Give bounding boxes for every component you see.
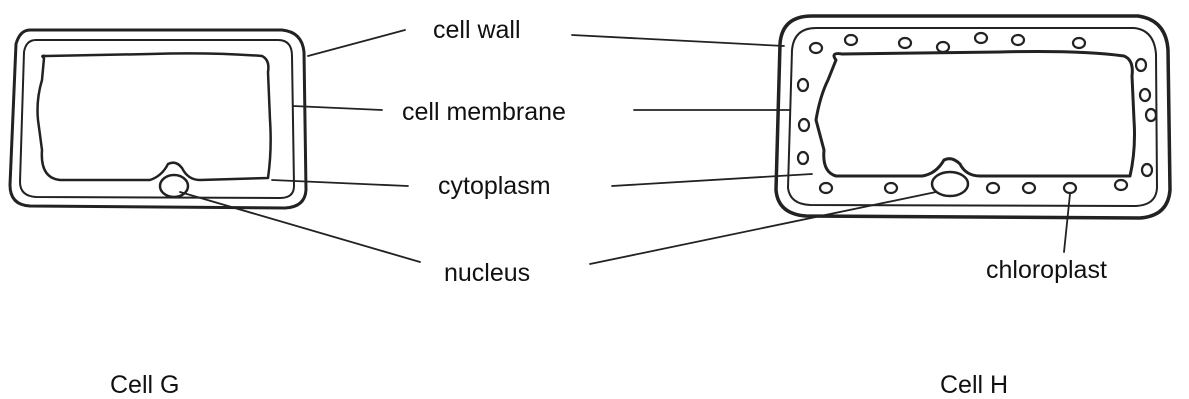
leader-cell-wall-right	[572, 35, 784, 46]
chloroplast	[1136, 59, 1146, 71]
chloroplast	[845, 35, 857, 45]
chloroplast	[899, 38, 911, 48]
leader-cytoplasm-left	[272, 180, 408, 186]
chloroplast	[987, 183, 999, 193]
cell-h	[776, 16, 1170, 218]
cell-g-cytoplasm-outline	[38, 53, 271, 180]
leader-cell-wall-left	[308, 30, 405, 56]
label-cell-wall: cell wall	[433, 18, 521, 43]
label-cell-membrane: cell membrane	[402, 100, 566, 125]
chloroplast	[1064, 183, 1076, 193]
chloroplast	[1012, 35, 1024, 45]
cell-h-name: Cell H	[940, 373, 1008, 398]
cell-g	[10, 30, 306, 208]
cell-h-cell-wall	[776, 16, 1170, 218]
chloroplast	[1073, 38, 1085, 48]
chloroplast	[1146, 109, 1156, 121]
label-nucleus: nucleus	[444, 261, 530, 286]
chloroplast	[1142, 164, 1152, 176]
chloroplast	[885, 183, 897, 193]
chloroplast	[798, 152, 808, 164]
leader-cytoplasm-right	[612, 174, 812, 186]
cell-h-nucleus	[932, 172, 968, 196]
leader-cell-membrane-left	[293, 106, 382, 110]
chloroplast	[975, 33, 987, 43]
chloroplasts	[798, 33, 1156, 193]
chloroplast	[1023, 183, 1035, 193]
leader-chloroplast	[1064, 194, 1070, 252]
chloroplast	[820, 183, 832, 193]
chloroplast	[810, 43, 822, 53]
leader-nucleus-right	[590, 192, 936, 264]
label-chloroplast: chloroplast	[986, 258, 1107, 283]
leader-lines	[180, 30, 1070, 264]
cell-g-cell-membrane	[20, 40, 294, 198]
cell-h-cytoplasm-outline	[816, 52, 1135, 177]
label-cytoplasm: cytoplasm	[438, 174, 551, 199]
chloroplast	[799, 119, 809, 131]
chloroplast	[1115, 180, 1127, 190]
chloroplast	[1140, 89, 1150, 101]
chloroplast	[937, 42, 949, 52]
chloroplast	[798, 79, 808, 91]
cell-g-name: Cell G	[110, 373, 179, 398]
